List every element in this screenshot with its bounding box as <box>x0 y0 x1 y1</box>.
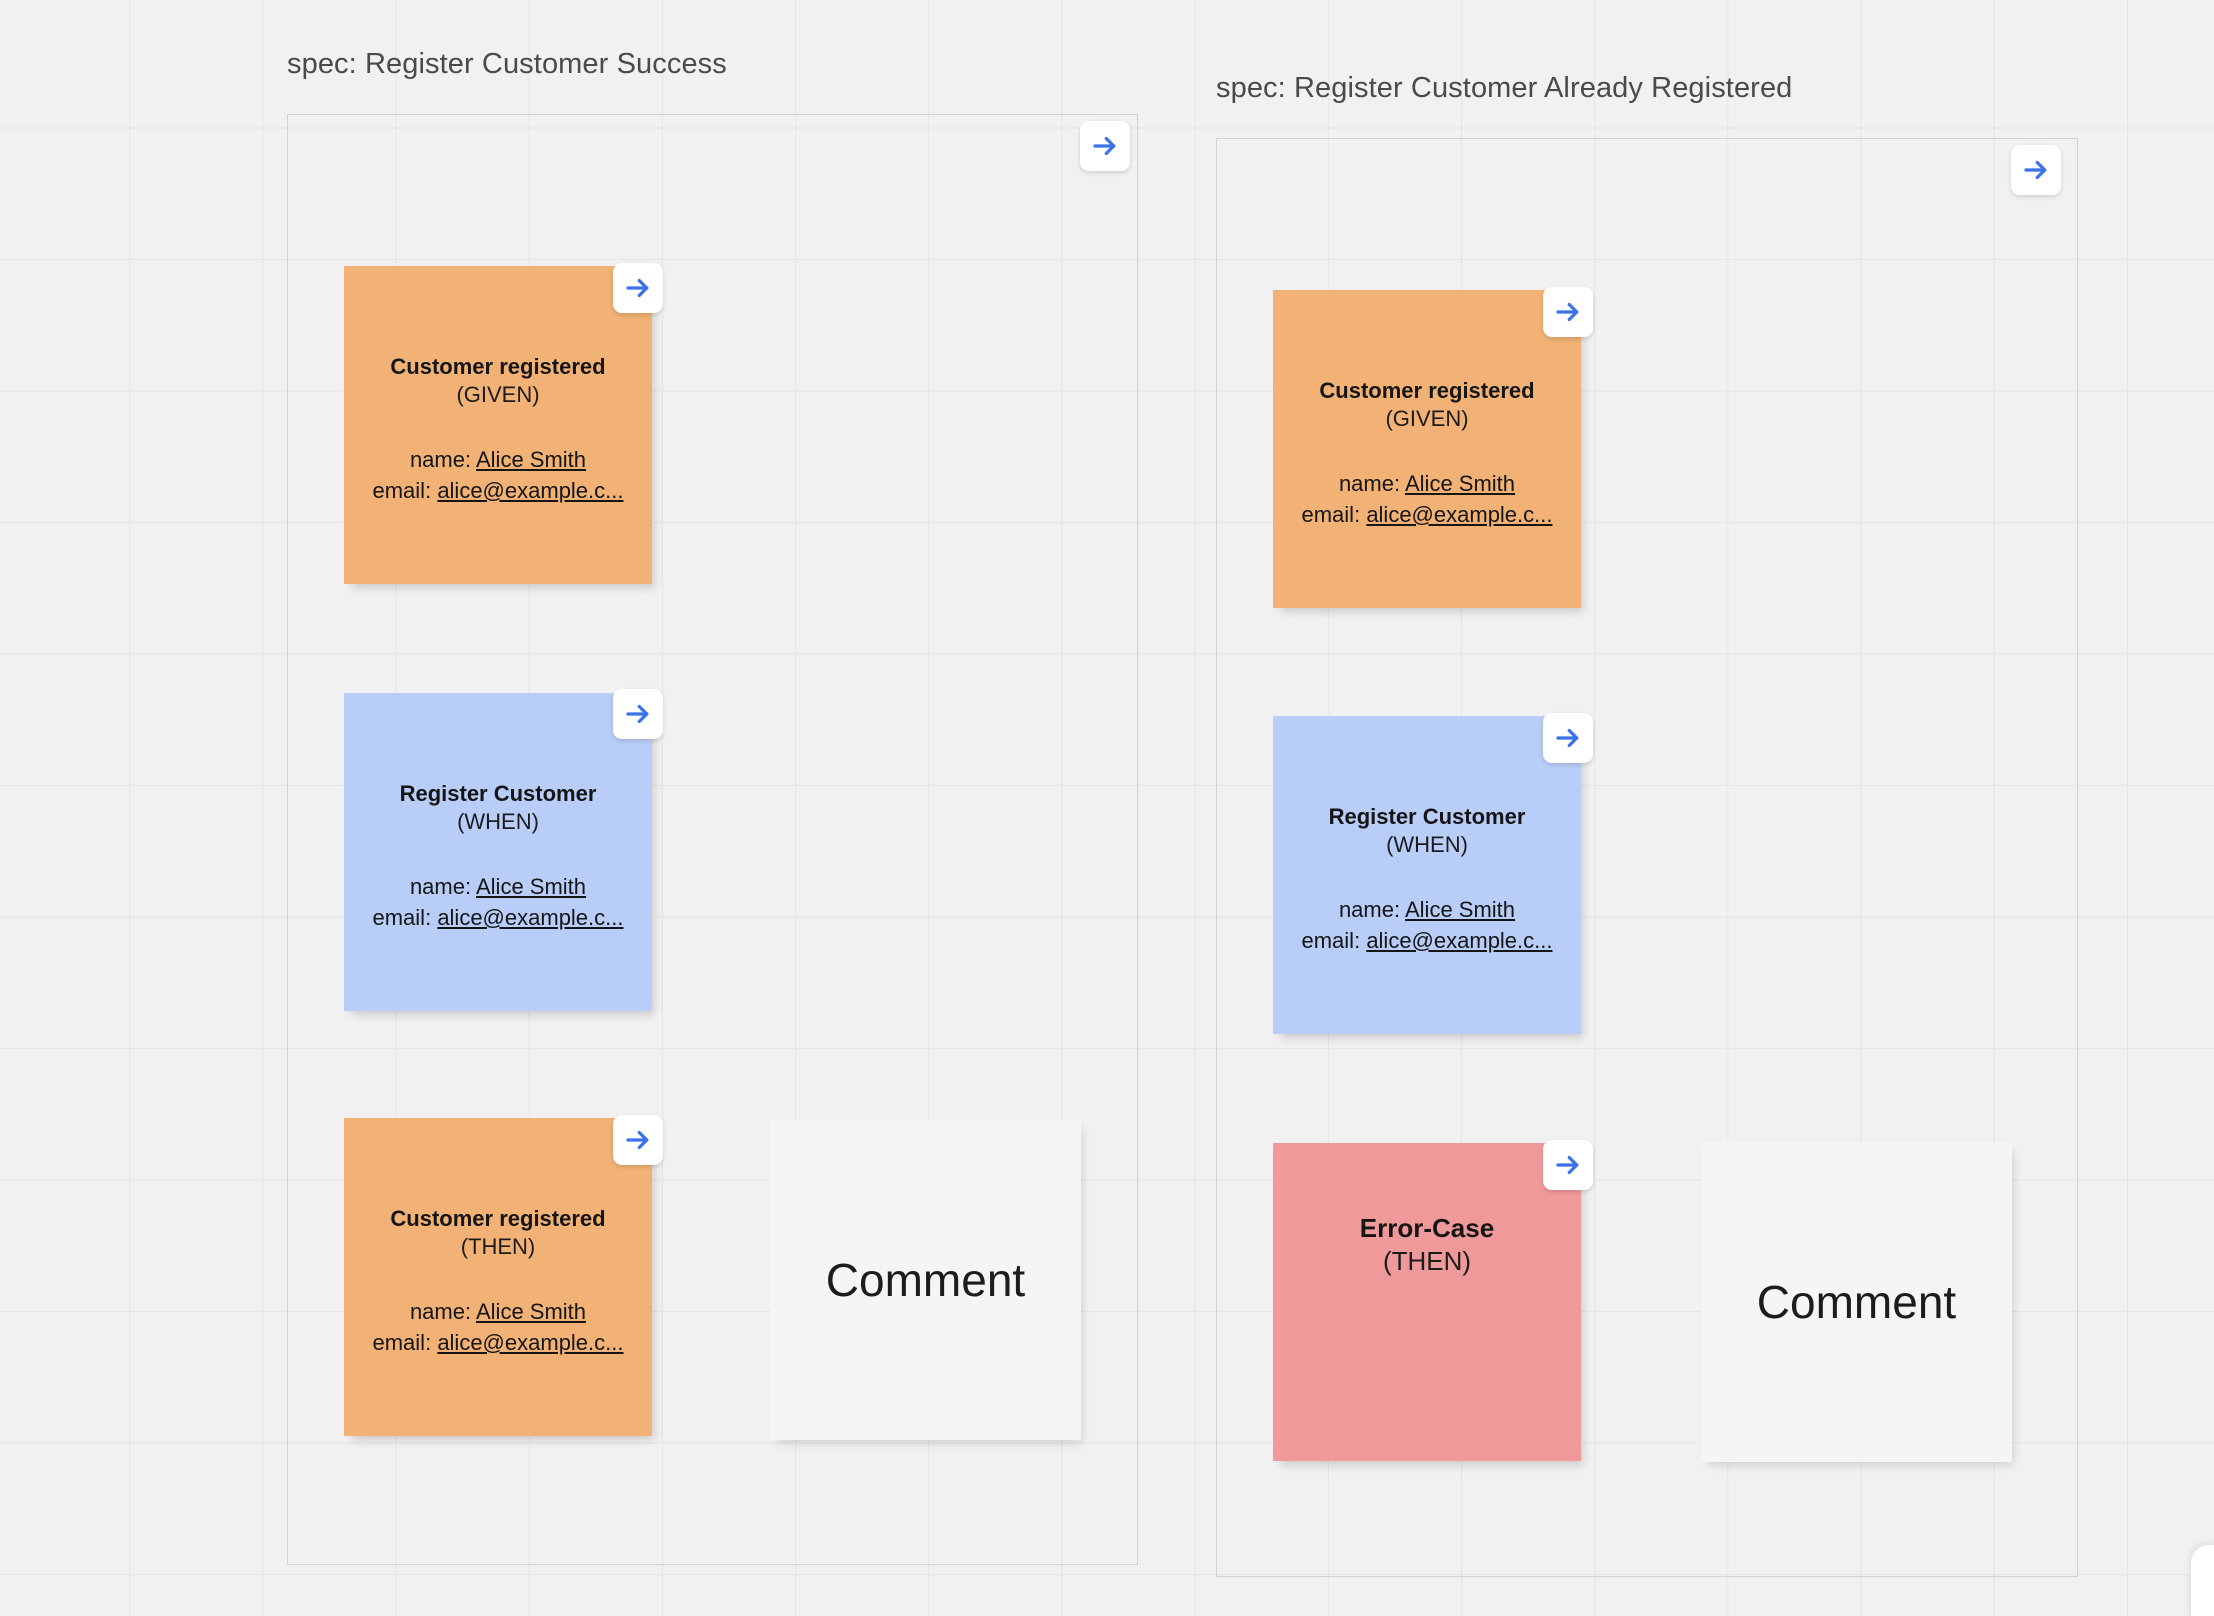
card-when-left[interactable]: Register Customer (WHEN) name: Alice Smi… <box>344 693 652 1011</box>
comment-text: Comment <box>1756 1276 1957 1328</box>
card-field-value[interactable]: Alice Smith <box>476 873 587 899</box>
card-then-left[interactable]: Customer registered (THEN) name: Alice S… <box>344 1118 652 1436</box>
card-field-label: name: <box>409 1298 472 1324</box>
card-kind: (THEN) <box>460 1233 536 1259</box>
card-field-value[interactable]: alice@example.c... <box>437 1329 624 1355</box>
card-arrow-button-then-left[interactable] <box>613 1115 663 1165</box>
group-frame-spec-register-customer-success[interactable] <box>287 114 1138 1565</box>
card-arrow-button-given-right[interactable] <box>1543 287 1593 337</box>
card-field-row: email: alice@example.c... <box>373 902 624 933</box>
card-field-row: name: Alice Smith <box>373 1296 624 1327</box>
card-field-row: email: alice@example.c... <box>1302 925 1553 956</box>
card-field-label: name: <box>1338 896 1401 922</box>
card-arrow-button-error-right[interactable] <box>1543 1140 1593 1190</box>
card-kind: (GIVEN) <box>456 381 540 407</box>
card-kind: (WHEN) <box>1386 831 1468 857</box>
card-field-label: email: <box>1301 927 1361 953</box>
card-title: Register Customer <box>1328 804 1526 829</box>
card-field-row: email: alice@example.c... <box>373 1327 624 1358</box>
card-given-left[interactable]: Customer registered (GIVEN) name: Alice … <box>344 266 652 584</box>
card-field-label: email: <box>372 904 432 930</box>
card-field-row: email: alice@example.c... <box>1302 499 1553 530</box>
comment-card-left[interactable]: Comment <box>770 1120 1081 1440</box>
card-field-row: name: Alice Smith <box>1302 468 1553 499</box>
card-field-label: email: <box>372 477 432 503</box>
card-title: Customer registered <box>1319 378 1535 403</box>
arrow-right-icon <box>623 273 653 303</box>
card-error-right[interactable]: Error-Case (THEN) <box>1273 1143 1581 1461</box>
card-fields: name: Alice Smith email: alice@example.c… <box>1302 894 1553 956</box>
comment-text: Comment <box>825 1254 1026 1306</box>
card-title: Register Customer <box>399 781 597 806</box>
arrow-right-icon <box>1553 723 1583 753</box>
card-field-label: name: <box>409 873 472 899</box>
card-field-value[interactable]: Alice Smith <box>1405 470 1516 496</box>
card-field-label: name: <box>1338 470 1401 496</box>
card-field-row: name: Alice Smith <box>1302 894 1553 925</box>
card-given-right[interactable]: Customer registered (GIVEN) name: Alice … <box>1273 290 1581 608</box>
card-field-row: name: Alice Smith <box>373 444 624 475</box>
card-title: Customer registered <box>390 354 606 379</box>
card-field-value[interactable]: alice@example.c... <box>1366 927 1553 953</box>
card-fields: name: Alice Smith email: alice@example.c… <box>373 871 624 933</box>
card-fields: name: Alice Smith email: alice@example.c… <box>373 1296 624 1358</box>
card-field-value[interactable]: Alice Smith <box>476 1298 587 1324</box>
comment-card-right[interactable]: Comment <box>1701 1142 2012 1462</box>
arrow-right-icon <box>1553 297 1583 327</box>
card-arrow-button-when-left[interactable] <box>613 689 663 739</box>
card-title: Error-Case <box>1359 1213 1495 1243</box>
card-field-value[interactable]: Alice Smith <box>1405 896 1516 922</box>
card-kind: (GIVEN) <box>1385 405 1469 431</box>
group-frame-spec-register-customer-already-registered[interactable] <box>1216 138 2078 1577</box>
arrow-right-icon <box>1090 131 1120 161</box>
card-field-value[interactable]: alice@example.c... <box>437 904 624 930</box>
card-field-label: email: <box>372 1329 432 1355</box>
card-field-value[interactable]: alice@example.c... <box>1366 501 1553 527</box>
arrow-right-icon <box>2021 155 2051 185</box>
arrow-right-icon <box>623 699 653 729</box>
card-field-value[interactable]: alice@example.c... <box>437 477 624 503</box>
card-field-row: name: Alice Smith <box>373 871 624 902</box>
card-title: Customer registered <box>390 1206 606 1231</box>
arrow-right-icon <box>623 1125 653 1155</box>
card-field-row: email: alice@example.c... <box>373 475 624 506</box>
card-field-value[interactable]: Alice Smith <box>476 446 587 472</box>
card-fields: name: Alice Smith email: alice@example.c… <box>1302 468 1553 530</box>
card-field-label: name: <box>409 446 472 472</box>
card-arrow-button-given-left[interactable] <box>613 263 663 313</box>
card-field-label: email: <box>1301 501 1361 527</box>
card-fields: name: Alice Smith email: alice@example.c… <box>373 444 624 506</box>
card-kind: (THEN) <box>1382 1245 1472 1276</box>
card-kind: (WHEN) <box>457 808 539 834</box>
card-when-right[interactable]: Register Customer (WHEN) name: Alice Smi… <box>1273 716 1581 1034</box>
group-title-spec-register-customer-success: spec: Register Customer Success <box>287 48 727 80</box>
card-arrow-button-when-right[interactable] <box>1543 713 1593 763</box>
group-arrow-button-spec-register-customer-success[interactable] <box>1080 121 1130 171</box>
arrow-right-icon <box>1553 1150 1583 1180</box>
floating-toolbar-panel[interactable] <box>2191 1545 2214 1616</box>
group-title-spec-register-customer-already-registered: spec: Register Customer Already Register… <box>1216 72 1793 104</box>
group-arrow-button-spec-register-customer-already-registered[interactable] <box>2011 145 2061 195</box>
